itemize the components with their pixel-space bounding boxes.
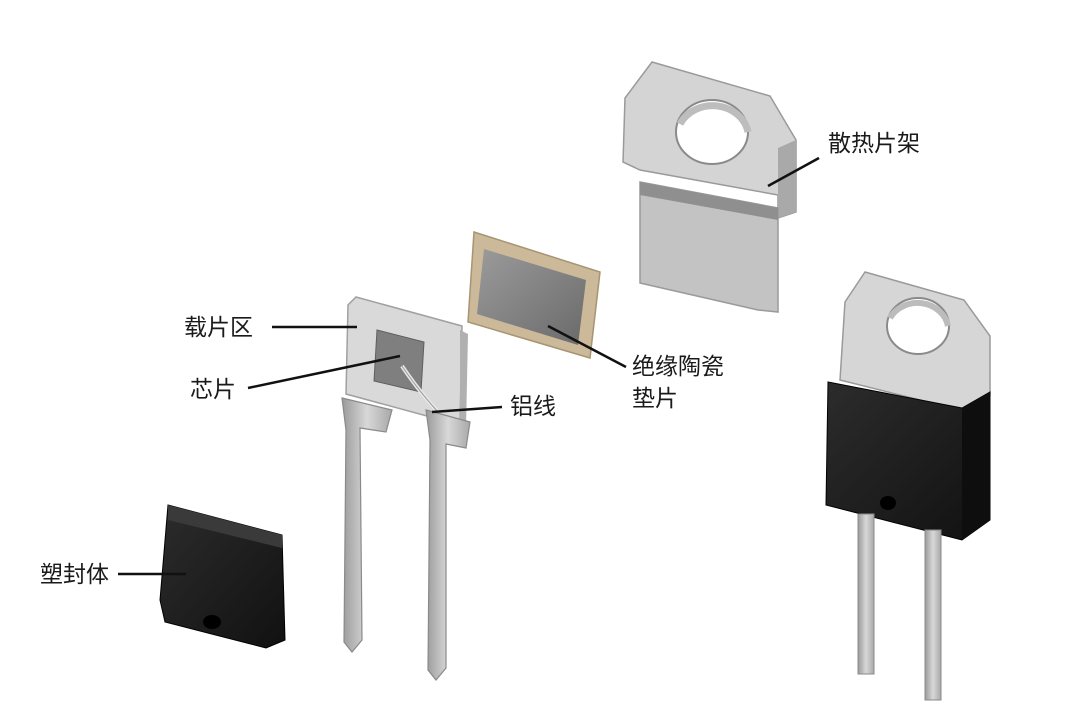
lead-frame xyxy=(341,296,471,681)
leader-lines xyxy=(118,156,820,576)
heatsink-frame xyxy=(622,61,797,313)
label-heatsink-frame: 散热片架 xyxy=(828,131,920,157)
label-aluminum-wire: 铝线 xyxy=(510,394,556,420)
leader-ceramic xyxy=(547,324,627,369)
label-plastic-body: 塑封体 xyxy=(40,562,109,588)
leader-chip xyxy=(247,354,401,390)
label-ceramic-pad-line1: 绝缘陶瓷 xyxy=(632,354,724,380)
label-ceramic-pad-line2: 垫片 xyxy=(632,386,678,412)
leader-heatsink xyxy=(767,156,820,188)
label-chip: 芯片 xyxy=(190,377,236,403)
label-die-pad: 载片区 xyxy=(184,315,253,341)
assembled-package xyxy=(825,271,991,701)
plastic-body xyxy=(159,504,286,649)
ceramic-pad xyxy=(467,230,601,359)
leader-wire xyxy=(431,405,503,414)
